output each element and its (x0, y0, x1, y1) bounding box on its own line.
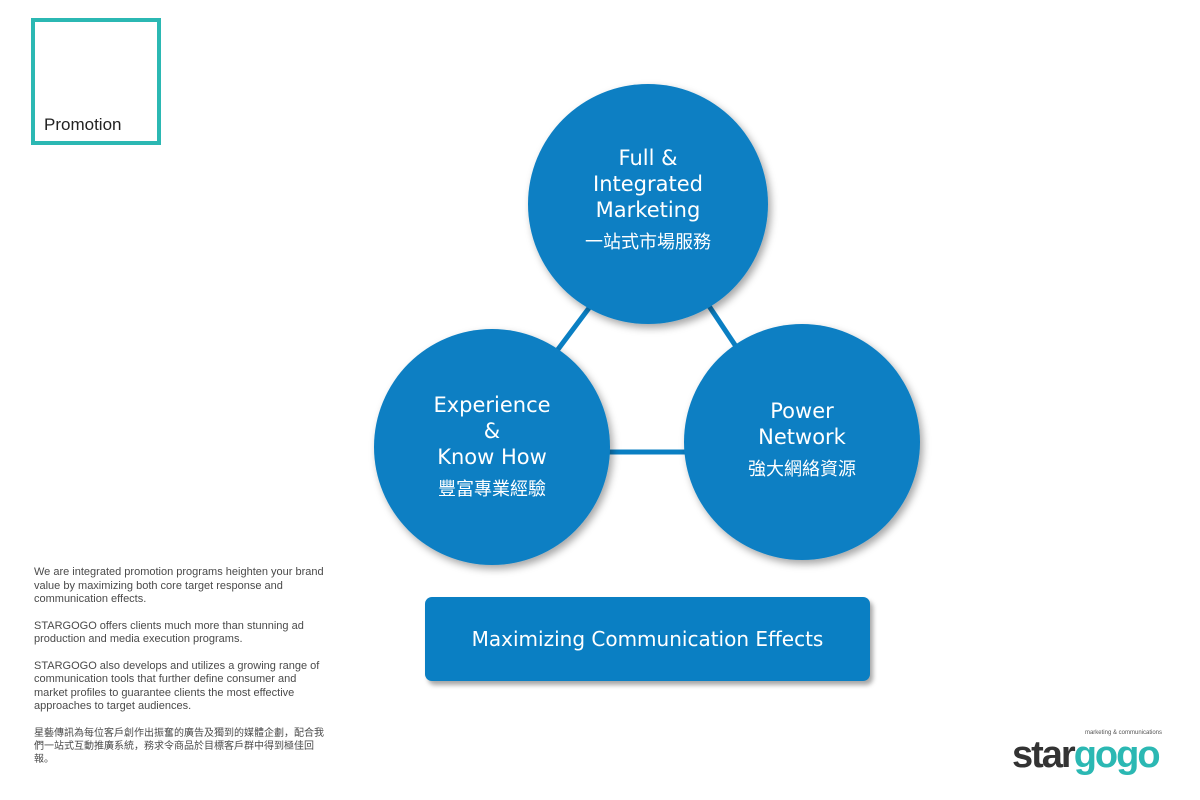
logo-star: star (1012, 734, 1076, 776)
node-left-chinese: 豐富專業經驗 (438, 479, 546, 500)
node-right: Power Network 強大網絡資源 (702, 398, 902, 482)
description-paragraph-chinese: 星藝傳訊為每位客戶創作出振奮的廣告及獨到的媒體企劃，配合我們一站式互動推廣系統，… (34, 727, 324, 765)
node-right-chinese: 強大網絡資源 (748, 459, 856, 480)
node-right-english: Power Network (758, 399, 846, 449)
logo-wordmark: stargogo (1012, 732, 1161, 778)
node-circle-left (374, 329, 610, 565)
effects-banner: Maximizing Communication Effects (425, 597, 870, 681)
logo-gogo: gogo (1073, 734, 1161, 776)
node-left-english: Experience & Know How (433, 393, 551, 469)
stargogo-logo: marketing & communications stargogo (1012, 730, 1162, 780)
node-top: Full & Integrated Marketing 一站式市場服務 (548, 145, 748, 255)
node-left: Experience & Know How 豐富專業經驗 (392, 392, 592, 502)
promotion-frame: Promotion (31, 18, 161, 145)
node-circle-right (684, 324, 920, 560)
description-block: We are integrated promotion programs hei… (34, 566, 324, 779)
node-top-chinese: 一站式市場服務 (585, 232, 711, 253)
description-paragraph-1: We are integrated promotion programs hei… (34, 566, 324, 605)
node-circle-top (528, 84, 768, 324)
logo-tagline: marketing & communications (1084, 730, 1162, 736)
promotion-label: Promotion (44, 115, 122, 134)
node-top-english: Full & Integrated Marketing (593, 146, 703, 222)
description-paragraph-3: STARGOGO also develops and utilizes a gr… (34, 659, 320, 713)
description-paragraph-2: STARGOGO offers clients much more than s… (34, 619, 304, 646)
